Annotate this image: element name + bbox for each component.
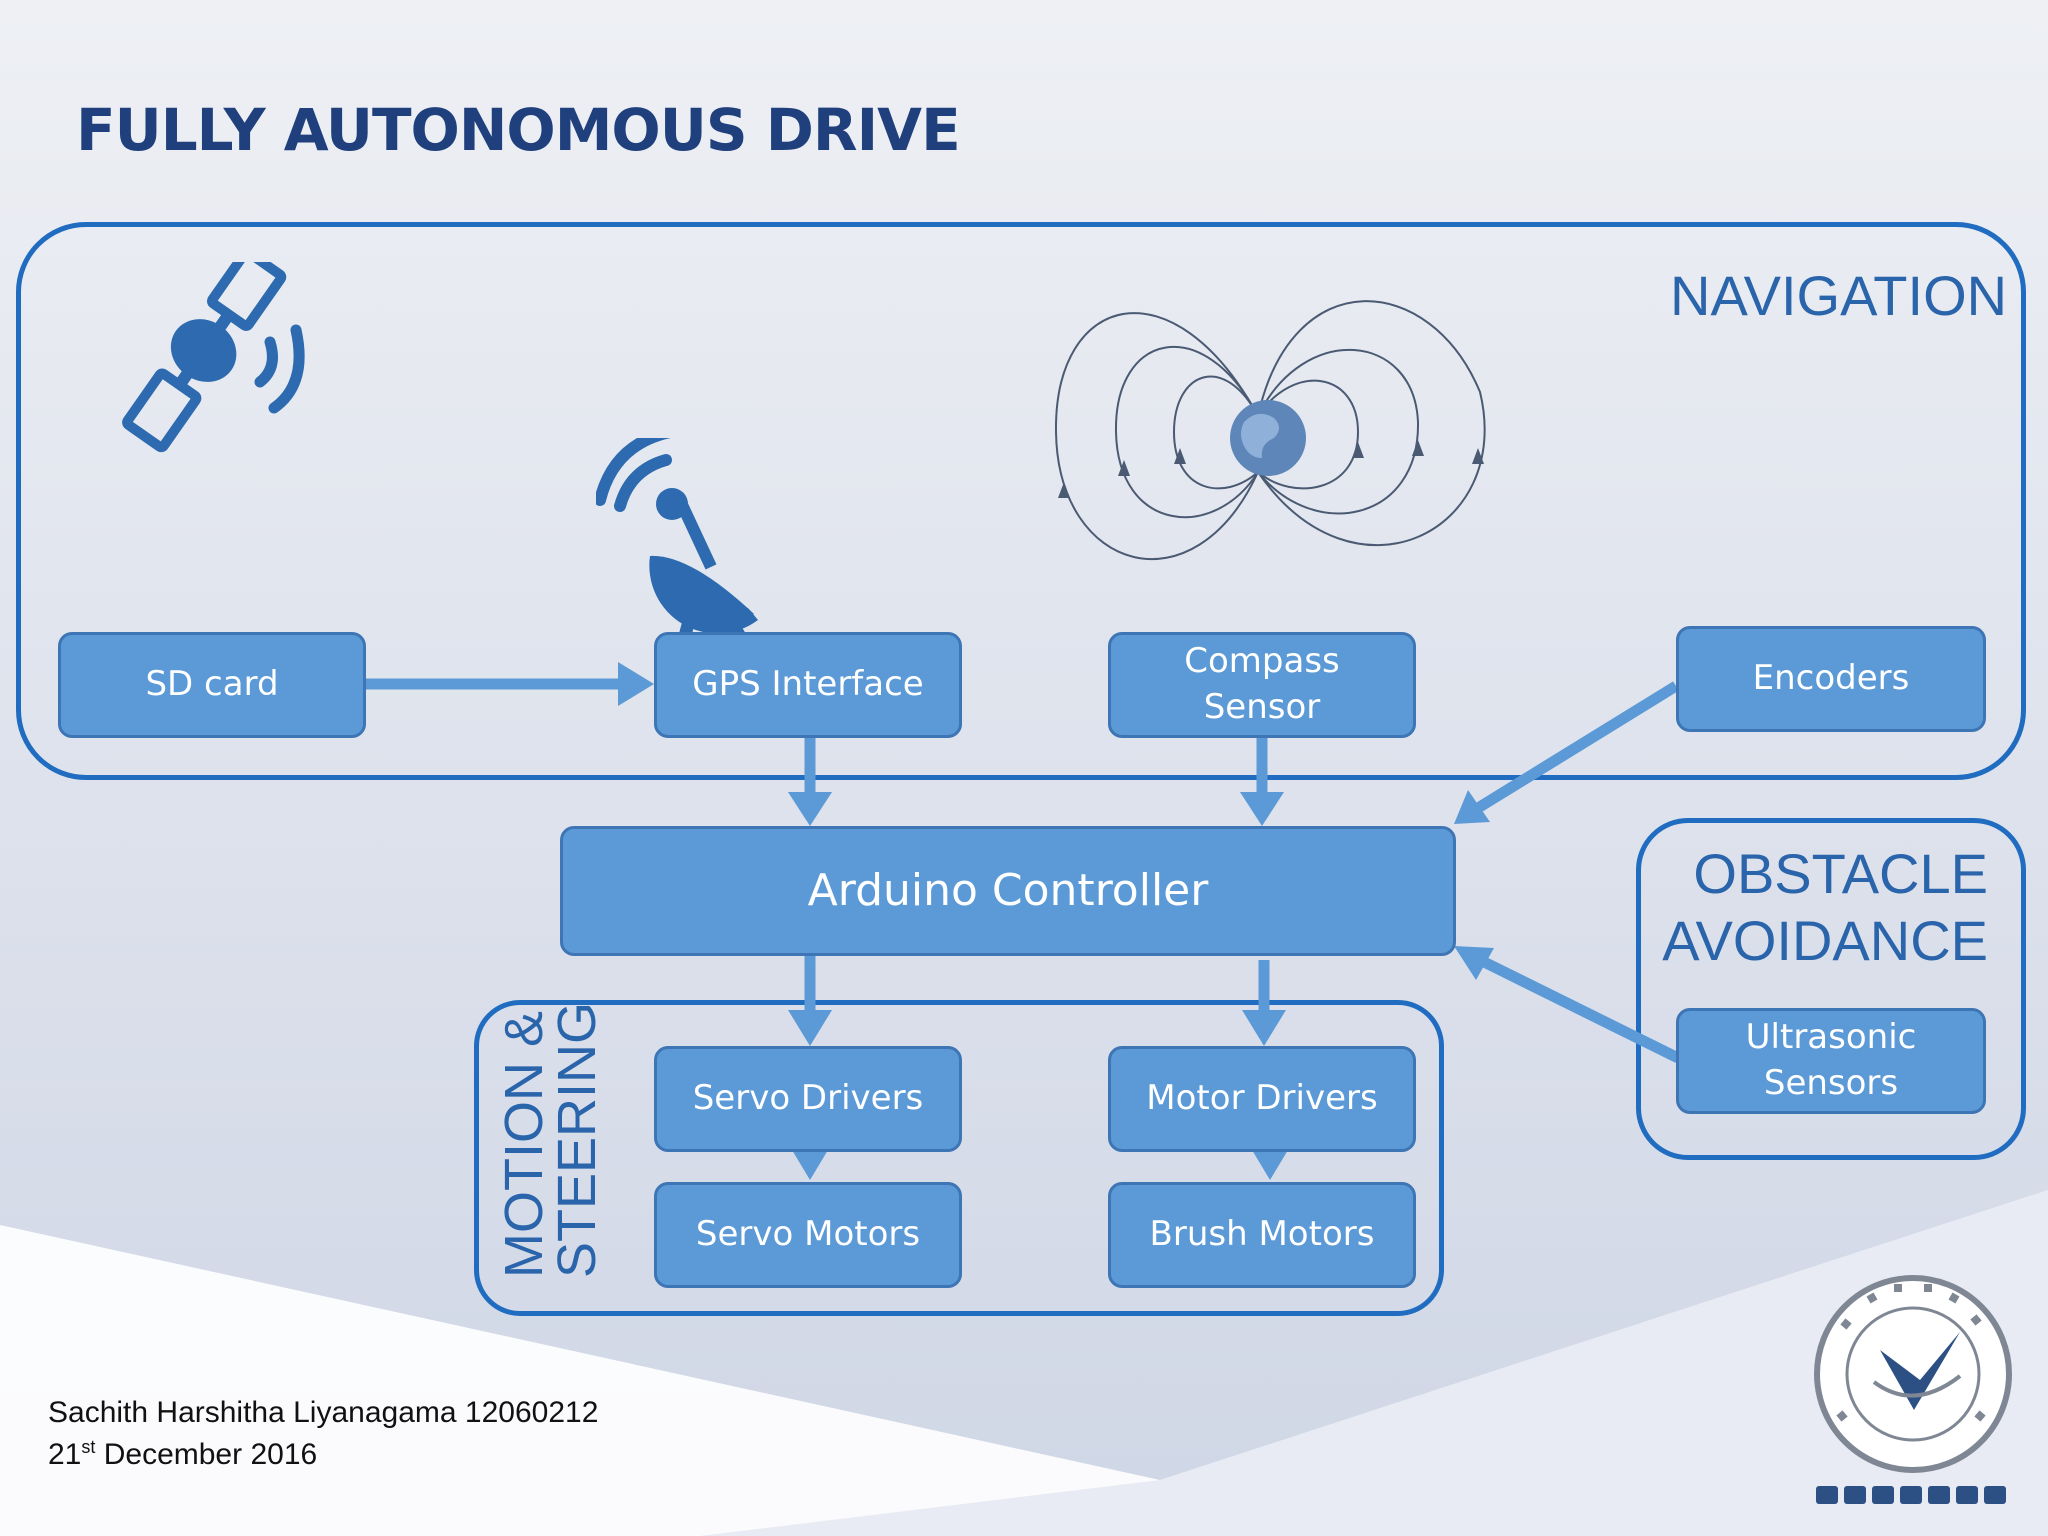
compass-sensor-box: Compass Sensor <box>1108 632 1416 738</box>
ultrasonic-sensors-box: Ultrasonic Sensors <box>1676 1008 1986 1114</box>
servo-drivers-label: Servo Drivers <box>692 1078 924 1119</box>
arduino-controller-label: Arduino Controller <box>807 865 1209 917</box>
footer-author: Sachith Harshitha Liyanagama 12060212 <box>48 1396 599 1429</box>
page-title: FULLY AUTONOMOUS DRIVE <box>76 96 961 164</box>
servo-drivers-box: Servo Drivers <box>654 1046 962 1152</box>
magnetic-field-earth-icon <box>1054 300 1486 561</box>
arduino-controller-box: Arduino Controller <box>560 826 1456 956</box>
arrow-gps-to-arduino-head <box>788 792 832 826</box>
obstacle-label-line2: AVOIDANCE <box>1662 909 1988 973</box>
arrow-motor-drivers-to-brush <box>1252 1150 1288 1180</box>
footer-date-rest: December 2016 <box>95 1438 318 1471</box>
encoders-box: Encoders <box>1676 626 1986 732</box>
arrow-encoders-to-arduino-head <box>1454 790 1490 824</box>
arrow-ultrasonic-to-arduino <box>1477 955 1681 1063</box>
compass-label-line1: Compass <box>1184 641 1340 682</box>
servo-motors-label: Servo Motors <box>695 1214 921 1255</box>
satellite-dish-icon <box>596 438 758 638</box>
footer-date: 21st December 2016 <box>48 1434 598 1476</box>
motion-steering-panel <box>474 1000 1444 1316</box>
gps-interface-box: GPS Interface <box>654 632 962 738</box>
sd-card-box: SD card <box>58 632 366 738</box>
compass-label-line2: Sensor <box>1203 687 1321 727</box>
obstacle-avoidance-label: OBSTACLE AVOIDANCE <box>1662 840 1988 974</box>
arrow-arduino-to-servo-drivers-head <box>788 1010 832 1046</box>
university-seal-icon <box>1814 1275 2012 1504</box>
arrow-sd-to-gps-head <box>618 662 654 706</box>
brush-motors-box: Brush Motors <box>1108 1182 1416 1288</box>
footer: Sachith Harshitha Liyanagama 12060212 21… <box>48 1392 598 1476</box>
footer-date-day: 21 <box>48 1438 82 1471</box>
encoders-label: Encoders <box>1752 658 1910 699</box>
navigation-panel <box>16 222 2026 780</box>
arrow-encoders-to-arduino <box>1475 681 1679 813</box>
servo-motors-box: Servo Motors <box>654 1182 962 1288</box>
arrow-compass-to-arduino-head <box>1240 792 1284 826</box>
motor-drivers-label: Motor Drivers <box>1146 1078 1378 1119</box>
arrow-arduino-to-motor-drivers-head <box>1242 1010 1286 1046</box>
brush-motors-label: Brush Motors <box>1149 1214 1375 1255</box>
motor-drivers-box: Motor Drivers <box>1108 1046 1416 1152</box>
footer-date-suffix: st <box>81 1437 96 1457</box>
navigation-label: NAVIGATION <box>1670 264 2008 327</box>
satellite-icon <box>122 262 305 453</box>
obstacle-label-line1: OBSTACLE <box>1693 842 1988 905</box>
obstacle-avoidance-panel <box>1636 818 2026 1160</box>
sd-card-label: SD card <box>145 664 279 705</box>
ultrasonic-label-line1: Ultrasonic <box>1745 1017 1917 1058</box>
arrow-ultrasonic-to-arduino-head <box>1454 946 1494 980</box>
ultrasonic-label-line2: Sensors <box>1763 1063 1899 1103</box>
arrow-servo-drivers-to-motors <box>792 1150 828 1180</box>
gps-interface-label: GPS Interface <box>692 664 924 705</box>
